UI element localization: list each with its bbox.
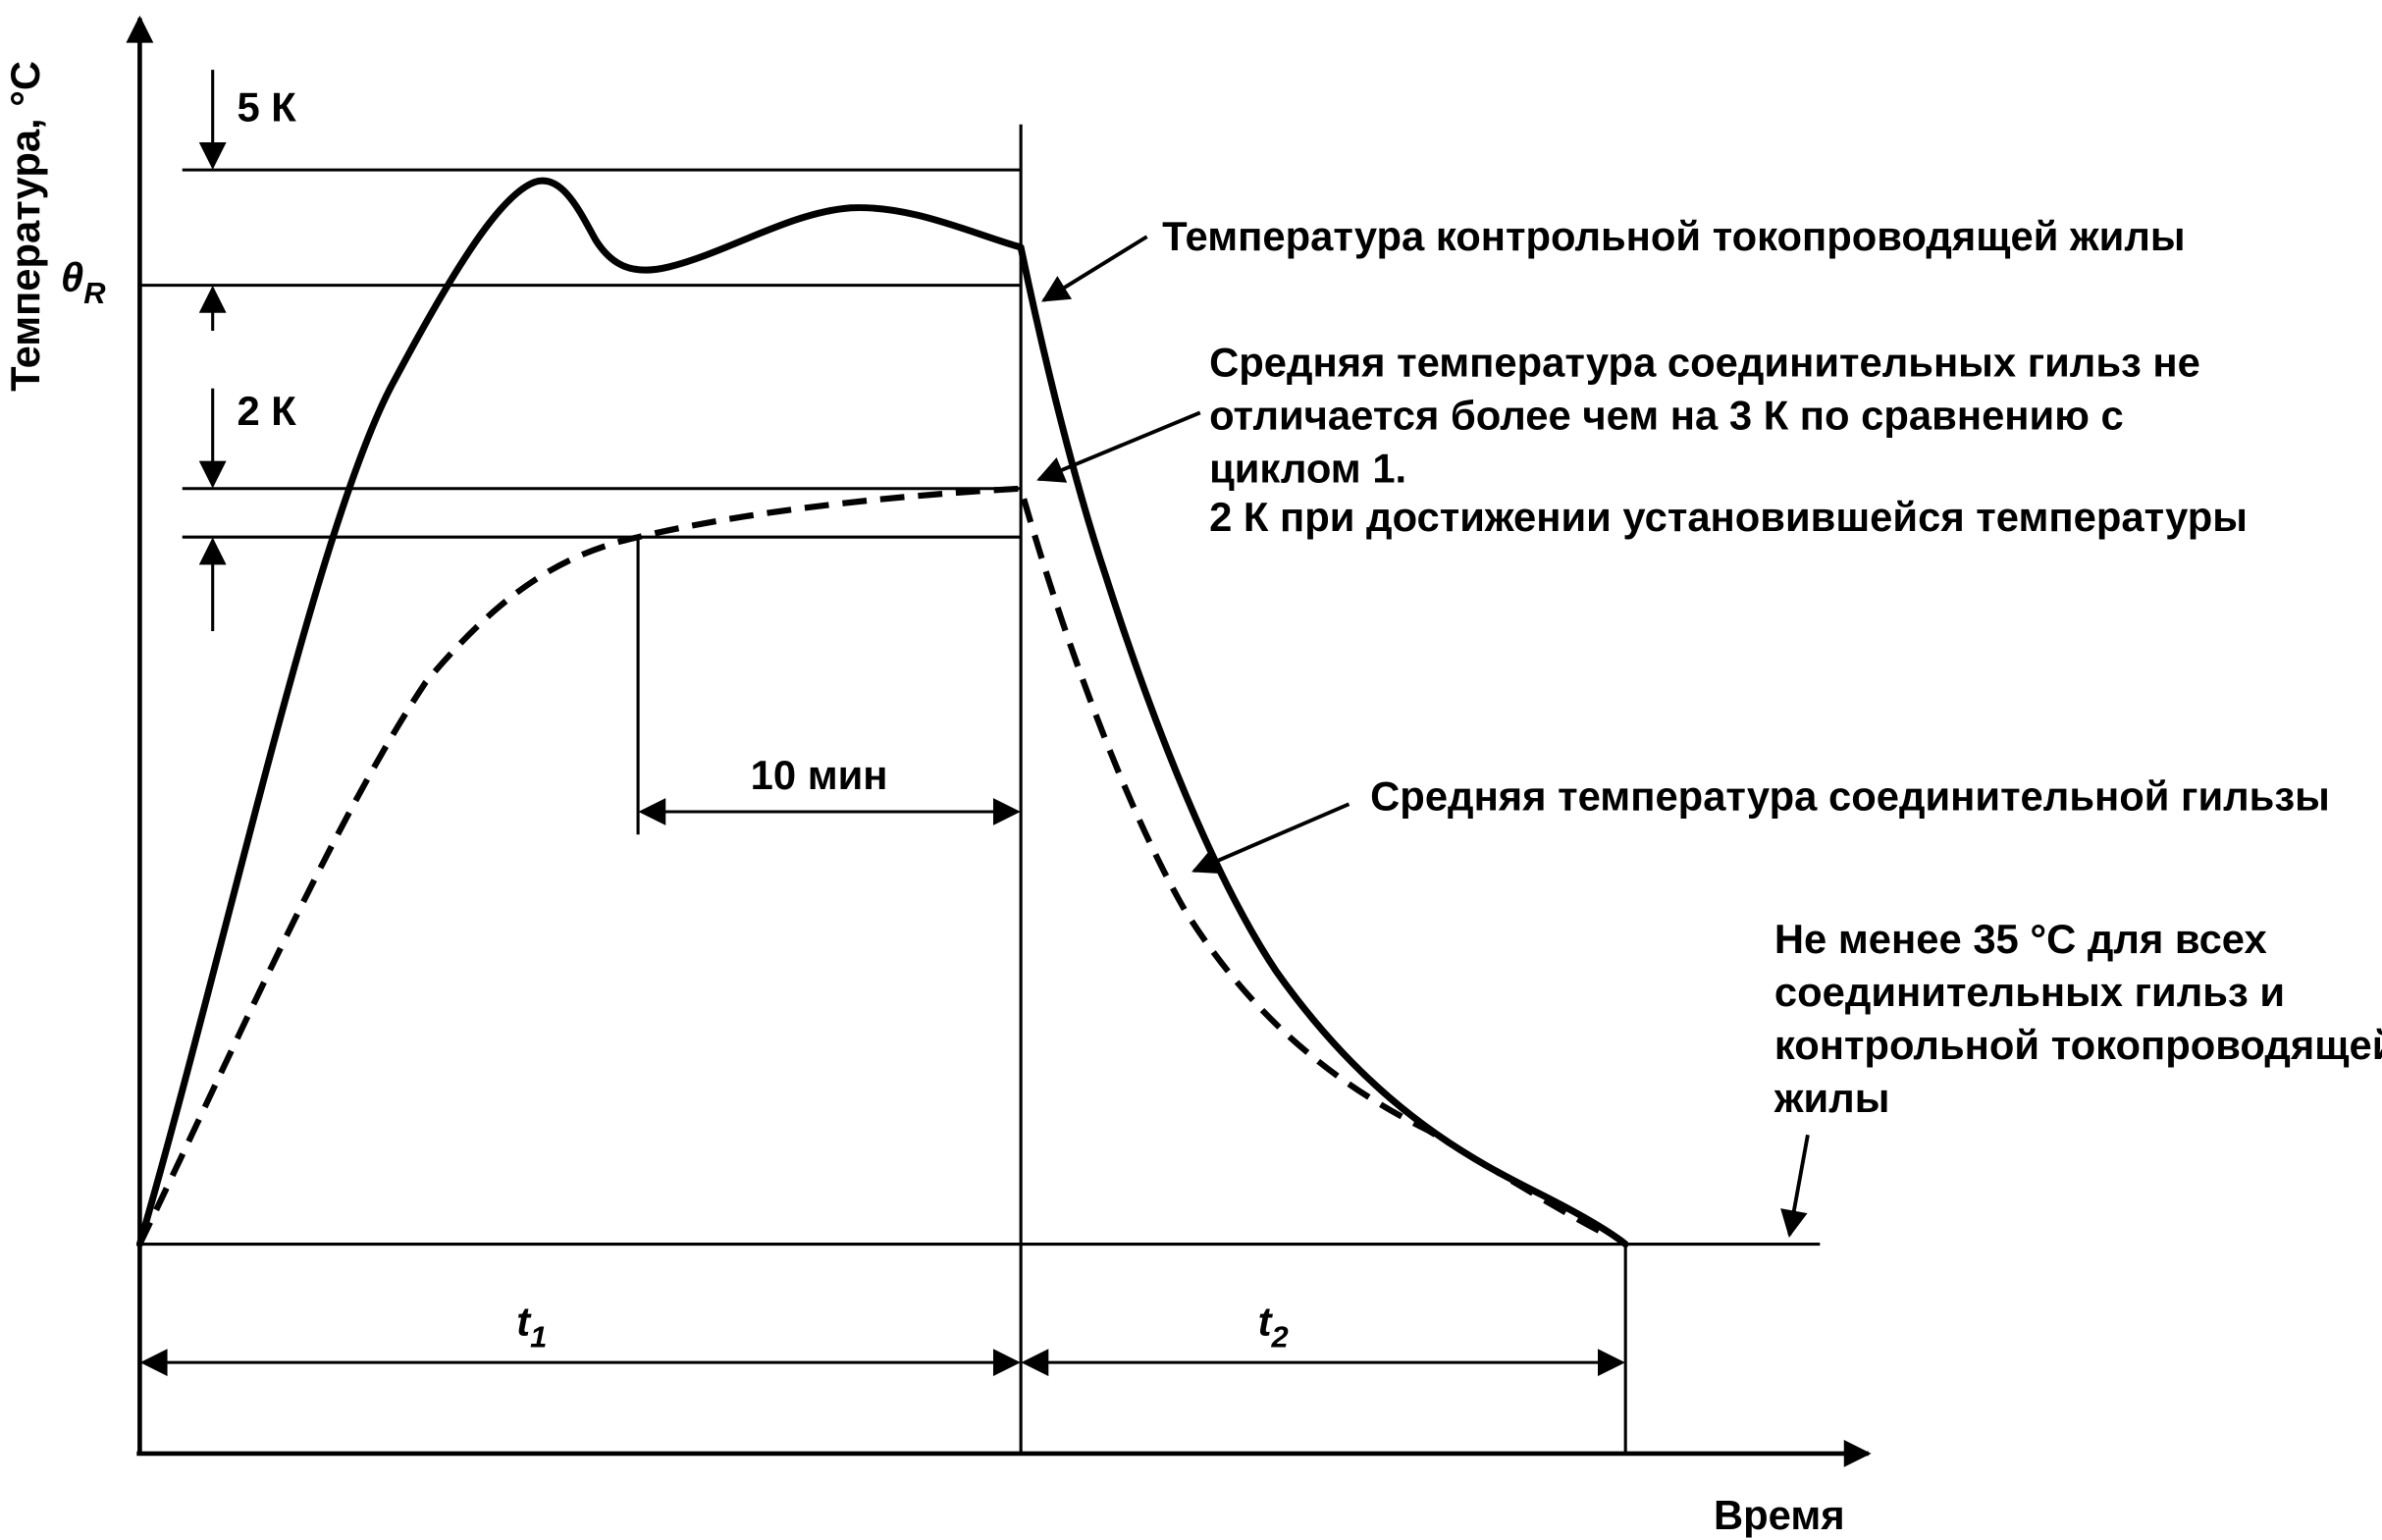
t1-letter: t bbox=[516, 1298, 532, 1344]
two-k-label: 2 К bbox=[237, 388, 296, 434]
min-temp-line-4: жилы bbox=[1773, 1075, 1890, 1121]
theta-symbol: θ bbox=[61, 254, 83, 300]
average-note-line-4: 2 К при достижении установившейся темпер… bbox=[1209, 494, 2248, 540]
t1-subscript: 1 bbox=[530, 1320, 547, 1354]
t2-subscript: 2 bbox=[1271, 1320, 1289, 1354]
average-note-line-1: Средняя температура соединительных гильз… bbox=[1209, 339, 2200, 385]
ten-min-label: 10 мин bbox=[751, 752, 888, 798]
min-temp-line-2: соединительных гильз и bbox=[1774, 969, 2285, 1015]
x-axis-label: Время bbox=[1714, 1492, 1845, 1538]
min-temp-line-1: Не менее 35 °C для всех bbox=[1774, 916, 2267, 962]
pointer-arrows bbox=[1036, 235, 1810, 1239]
average-note-pointer bbox=[1036, 410, 1201, 483]
t1-label: t1 bbox=[516, 1298, 547, 1354]
conductor-pointer bbox=[1040, 235, 1148, 302]
average-connector-note: Средняя температура соединительных гильз… bbox=[1209, 339, 2248, 540]
min-temperature-pointer bbox=[1780, 1134, 1810, 1239]
average-connector-temperature-curve bbox=[136, 485, 1613, 1246]
theta-r-label: θR bbox=[61, 254, 106, 310]
conductor-temperature-annotation: Температура контрольной токопроводящей ж… bbox=[1162, 213, 2185, 259]
average-note-line-3: циклом 1. bbox=[1209, 446, 1406, 492]
axes bbox=[126, 15, 1872, 1467]
min-temperature-note: Не менее 35 °C для всех соединительных г… bbox=[1773, 916, 2382, 1121]
min-temp-line-3: контрольной токопроводящей bbox=[1774, 1022, 2382, 1068]
theta-subscript: R bbox=[83, 276, 106, 310]
average-connector-pointer bbox=[1191, 802, 1350, 875]
t2-letter: t bbox=[1258, 1298, 1274, 1344]
conductor-temperature-curve bbox=[135, 177, 1629, 1248]
average-note-line-2: отличается более чем на 3 К по сравнению… bbox=[1209, 392, 2124, 438]
t2-label: t2 bbox=[1258, 1298, 1289, 1354]
reference-lines bbox=[139, 124, 1821, 1454]
duration-arrows bbox=[139, 798, 1625, 1377]
five-k-label: 5 К bbox=[237, 84, 296, 131]
y-axis-label: Температура, °C bbox=[2, 61, 48, 392]
average-connector-annotation: Средняя температура соединительной гильз… bbox=[1370, 772, 2330, 819]
